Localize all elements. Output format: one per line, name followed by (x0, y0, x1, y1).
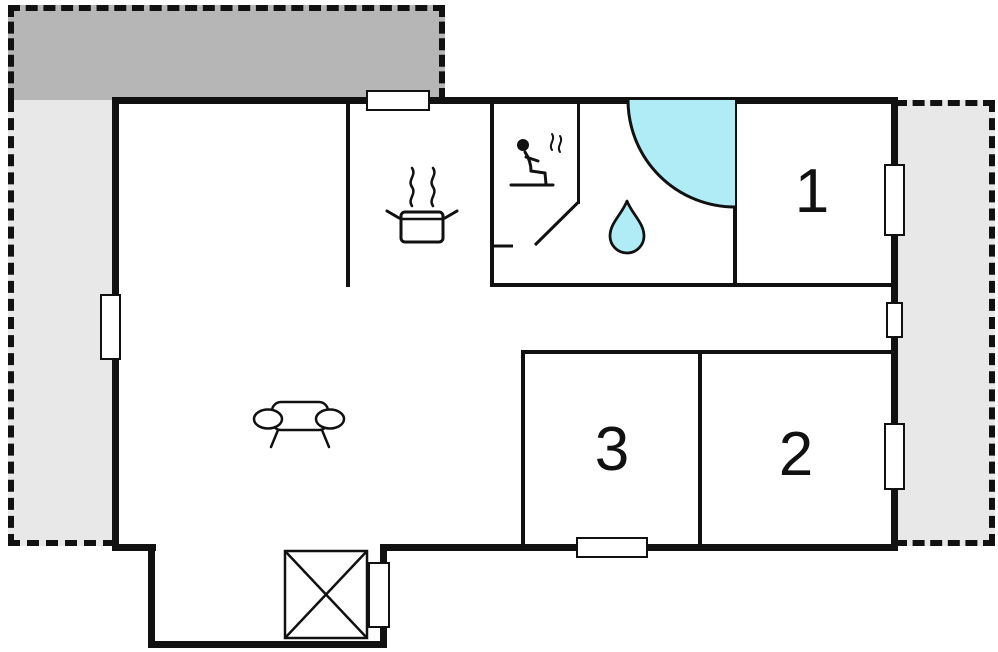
extension-wall-bottom (148, 641, 387, 648)
room2-room3-divider-wall (698, 350, 702, 548)
window-right-room1 (884, 164, 905, 236)
sauna-walls (492, 200, 580, 248)
room3-left-wall (521, 350, 525, 548)
window-right-room2 (884, 423, 905, 490)
patio-right (895, 100, 995, 546)
sofa-icon (252, 400, 346, 449)
window-right-hall (886, 302, 903, 338)
shower-icon (626, 99, 736, 209)
bathroom-left-wall (490, 100, 494, 287)
window-top (366, 90, 430, 111)
extension-wall-left (148, 544, 155, 648)
window-left (100, 294, 121, 360)
bathroom-bottom-wall (490, 283, 898, 287)
door-extension (368, 562, 390, 628)
sauna-person-icon (509, 133, 563, 187)
rooms-top-wall (521, 350, 898, 354)
water-drop-icon (608, 199, 646, 255)
room-label-1: 1 (794, 157, 830, 226)
outer-wall-bottom-left (112, 544, 156, 551)
stove-icon (385, 166, 459, 244)
window-bottom-room3 (576, 537, 648, 558)
outer-wall-top (112, 97, 898, 104)
sauna-right-wall (577, 100, 580, 204)
terrace-top (8, 5, 445, 100)
kitchen-divider-wall (346, 100, 350, 287)
patio-left (8, 100, 115, 546)
room-label-3: 3 (594, 415, 630, 484)
room-label-2: 2 (778, 420, 814, 489)
crossed-box-icon (283, 549, 369, 640)
